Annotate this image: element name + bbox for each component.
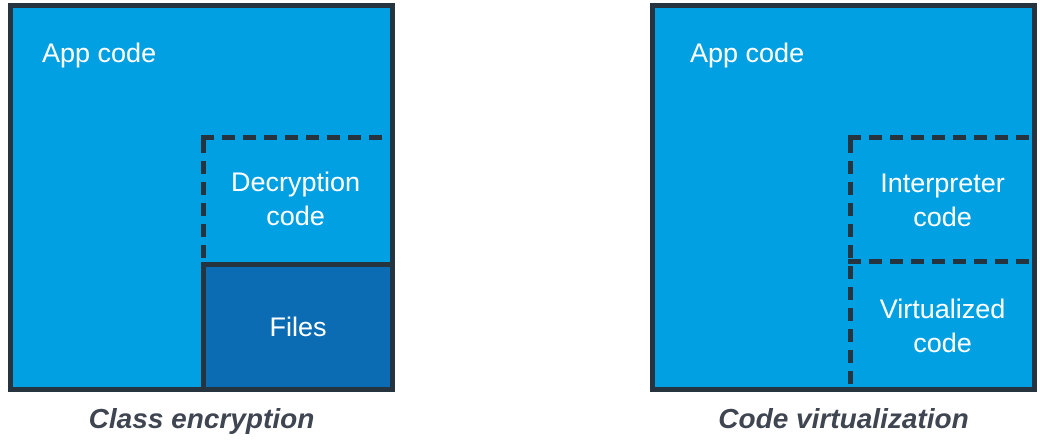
virtualized-code-label: Virtualized code bbox=[879, 293, 1006, 358]
interpreter-code-box: Interpreter code bbox=[853, 140, 1032, 259]
caption-class-encryption: Class encryption bbox=[88, 403, 315, 434]
decryption-code-box: Decryption code bbox=[201, 140, 390, 258]
decryption-box-dashed-left-line bbox=[201, 140, 206, 262]
app-code-box-right bbox=[650, 3, 1037, 392]
caption-code-virtualization: Code virtualization bbox=[718, 403, 969, 434]
decryption-box-dashed-top-line bbox=[201, 135, 390, 140]
virtualized-code-box: Virtualized code bbox=[853, 264, 1032, 387]
interpreter-virtualized-dashed-divider-line bbox=[848, 259, 1032, 264]
app-code-label-left: App code bbox=[42, 38, 157, 68]
app-code-label-right: App code bbox=[690, 38, 805, 68]
files-box: Files bbox=[201, 262, 395, 392]
interpreter-code-label: Interpreter code bbox=[880, 167, 1005, 232]
decryption-code-label: Decryption code bbox=[230, 167, 361, 231]
interpreter-box-dashed-top-line bbox=[848, 135, 1032, 140]
files-label: Files bbox=[269, 311, 327, 342]
